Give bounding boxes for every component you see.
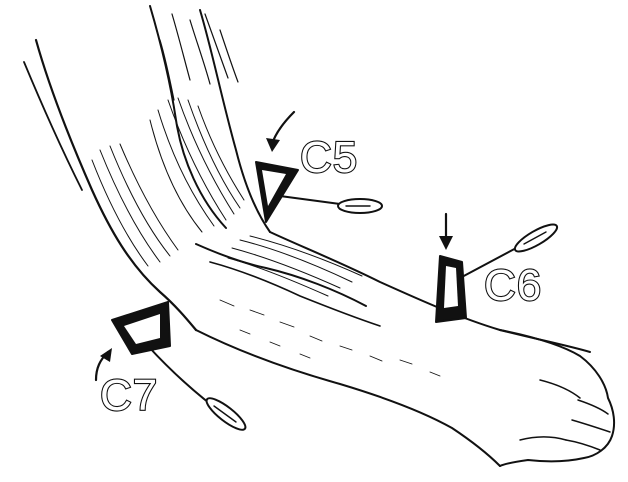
reflex-hammer-c5 [255, 161, 383, 223]
arrow-c5 [266, 110, 296, 152]
label-c7: C7 [100, 371, 158, 420]
reflex-hammer-c6 [435, 223, 559, 323]
label-c5: C5 [300, 133, 358, 182]
arm-illustration [23, 5, 616, 467]
arrow-c6 [439, 212, 453, 250]
label-c6: C6 [484, 261, 542, 310]
reflex-hammer-c7 [111, 301, 247, 431]
arrow-c7 [94, 348, 112, 382]
